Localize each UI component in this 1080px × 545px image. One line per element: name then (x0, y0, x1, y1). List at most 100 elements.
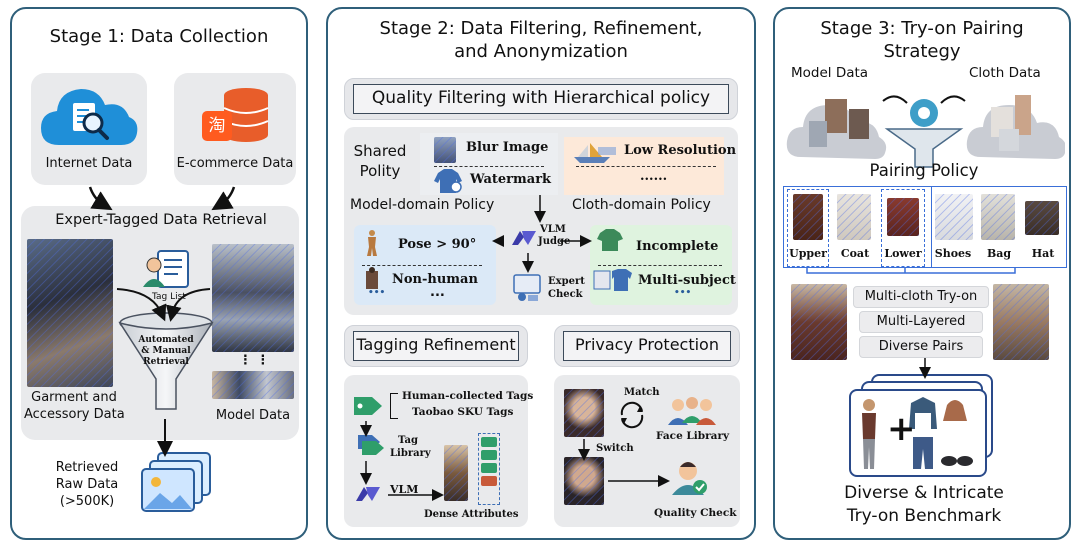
low-resolution-label: Low Resolution (624, 143, 737, 158)
cloth-small-dots: ••• (674, 288, 692, 298)
item-label-shoes: Shoes (934, 247, 972, 260)
plus-sign: + (887, 409, 916, 449)
garment-label-2: Accessory Data (24, 407, 125, 422)
item-label-upper: Upper (789, 247, 827, 260)
benchmark-outfit-graphic (862, 397, 973, 469)
multi-subject-label: Multi-subject (638, 273, 736, 288)
tagging-refinement-title: Tagging Refinement (353, 331, 519, 361)
original-face-image (564, 389, 604, 437)
tag-icon (354, 397, 382, 415)
low-res-boat-icon (574, 143, 616, 163)
expert-check-label-1: Expert (548, 276, 585, 287)
model-data-label: Model Data (215, 408, 291, 423)
lower-item-image (887, 198, 919, 236)
shoes-item-image (935, 194, 973, 240)
internet-data-box: Internet Data (31, 73, 147, 185)
tag-library-icon (358, 435, 384, 455)
vlm-judge-label-2: Judge (538, 236, 571, 247)
incomplete-label: Incomplete (636, 239, 719, 254)
switch-label: Switch (596, 443, 634, 454)
tag-bracket (390, 393, 398, 419)
upper-item-image (793, 194, 823, 240)
model-small-dots: ••• (368, 288, 386, 298)
blur-image-label: Blur Image (466, 140, 549, 155)
multi-layered-pill: Multi-Layered (859, 311, 983, 333)
item-label-lower: Lower (884, 247, 922, 260)
expert-retrieval-title: Expert-Tagged Data Retrieval (55, 212, 267, 228)
vlm-label: VLM (390, 483, 419, 496)
cloth-data-label: Cloth Data (969, 65, 1041, 81)
tagging-refinement-header: Tagging Refinement (344, 325, 528, 367)
face-library-label: Face Library (656, 430, 730, 442)
tag-list-label: Tag List (152, 292, 186, 302)
incomplete-shirt-icon (597, 229, 623, 251)
cloud-search-icon (41, 89, 138, 145)
dense-attribute-model-image (444, 445, 468, 501)
model-ellipsis: ⋮ ⋮ (238, 353, 270, 368)
model-collage-bottom-image (212, 371, 294, 399)
image-stack-icon (141, 452, 211, 512)
vlm-judge-label-1: VLM (540, 224, 566, 235)
ecommerce-data-label: E-commerce Data (176, 156, 294, 171)
privacy-protection-title: Privacy Protection (563, 331, 731, 361)
cloth-divider (598, 265, 722, 266)
vlm-tagging-icon (356, 487, 380, 501)
ecommerce-data-box: 淘 E-commerce Data (174, 73, 296, 185)
stage2-title-1: Stage 2: Data Filtering, Refinement, (379, 18, 703, 39)
tryon-result-left-image (791, 284, 847, 360)
stage2-title-2: and Anonymization (454, 41, 628, 62)
human-tags-label: Human-collected Tags (402, 390, 534, 402)
pose-figure-icon (367, 230, 377, 256)
tag-library-label-2: Library (390, 448, 431, 459)
model-domain-policy-label: Model-domain Policy (350, 197, 495, 213)
expert-check-icon (513, 274, 541, 301)
watermark-label: Watermark (470, 172, 552, 187)
watermark-jacket-icon (434, 169, 462, 193)
stage3-panel: Stage 3: Try-on Pairing Strategy Model D… (773, 7, 1071, 540)
upper-item-selected (787, 189, 829, 267)
retrieved-label-3: (>500K) (59, 494, 115, 509)
pairing-policy-label: Pairing Policy (869, 161, 979, 180)
clothing-items-box (783, 186, 1067, 268)
cloth-domain-policy-label: Cloth-domain Policy (572, 197, 711, 213)
quality-check-icon (672, 462, 707, 495)
multi-cloth-tryon-pill: Multi-cloth Try-on (853, 286, 989, 308)
hat-item-image (1025, 201, 1059, 235)
database-icon (202, 88, 269, 142)
attribute-tags-column (478, 433, 500, 505)
blur-image-thumb (434, 137, 456, 163)
taobao-badge: 淘 (208, 116, 226, 136)
quality-filtering-header: Quality Filtering with Hierarchical poli… (344, 78, 738, 120)
shared-dots: ...... (640, 169, 668, 184)
model-ellipsis: ... (430, 285, 445, 300)
item-label-hat: Hat (1031, 247, 1055, 260)
garment-collage-image (27, 239, 113, 387)
non-human-icon (366, 267, 378, 289)
vlm-logo-icon (512, 231, 536, 245)
retrieved-label-1: Retrieved (55, 460, 119, 475)
internet-data-label: Internet Data (45, 156, 133, 171)
garment-label-1: Garment and (31, 390, 117, 405)
lower-item-selected (881, 189, 925, 267)
face-library-icon (668, 397, 716, 425)
item-label-bag: Bag (986, 247, 1012, 260)
stage1-title: Stage 1: Data Collection (49, 26, 269, 47)
coat-item-image (837, 194, 871, 240)
funnel-label-2: & Manual (141, 346, 191, 356)
cycle-icon (620, 401, 644, 429)
shared-divider-left (434, 166, 544, 167)
pairing-clouds-graphic (786, 95, 1065, 168)
shared-policy-label-2: Polity (359, 162, 401, 180)
stage3-title-2: Strategy (883, 41, 961, 62)
model-collage-image (212, 244, 294, 352)
model-divider (362, 265, 482, 266)
stage2-panel: Stage 2: Data Filtering, Refinement, and… (326, 7, 756, 540)
funnel-icon (118, 312, 214, 410)
shared-divider-right (576, 166, 716, 167)
shared-policy-label-1: Shared (353, 142, 407, 160)
item-label-coat: Coat (840, 247, 870, 260)
stage1-panel: Stage 1: Data Collection Internet Data 淘… (10, 7, 308, 540)
tag-list-icon (143, 250, 189, 288)
model-data-label: Model Data (791, 65, 869, 81)
quality-check-label: Quality Check (654, 507, 737, 519)
